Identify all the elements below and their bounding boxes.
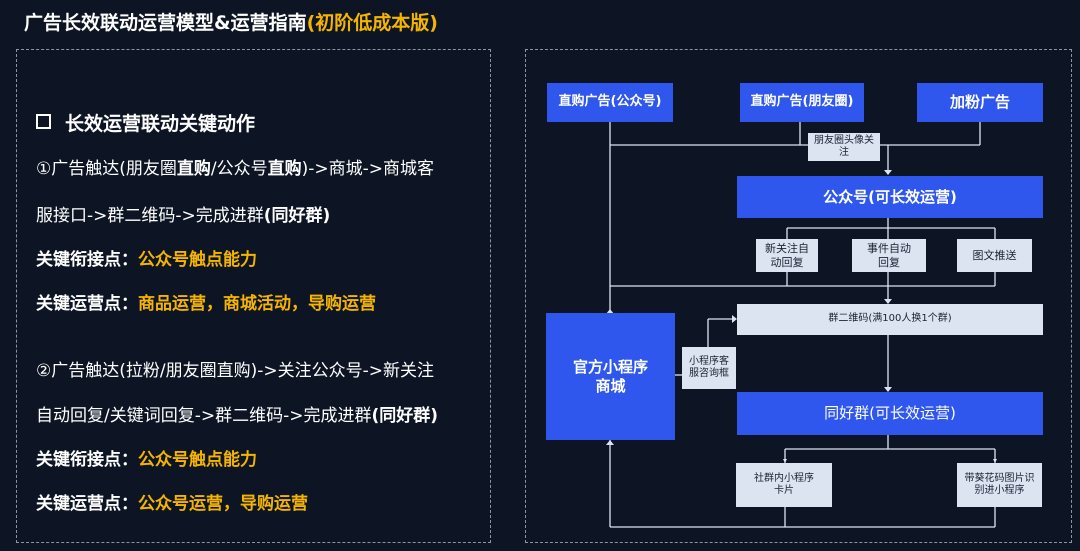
page-title: 广告长效联动运营模型&运营指南(初阶低成本版) xyxy=(24,12,438,34)
flow2-line2: 自动回复/关键词回复->群二维码->完成进群(同好群) xyxy=(36,406,439,426)
checkbox-square-icon xyxy=(36,114,51,129)
group-qr-node: 群二维码(满100人换1个群) xyxy=(737,304,1043,335)
flow2-key-ops: 关键运营点：公众号运营，导购运营 xyxy=(36,494,308,514)
avatar-follow-node: 朋友圈头像关注 xyxy=(808,133,880,161)
event-reply-node: 事件自动回复 xyxy=(852,239,926,272)
flow1-line2: 服接口->群二维码->完成进群(同好群) xyxy=(36,206,331,226)
new-follow-reply-node: 新关注自动回复 xyxy=(756,239,818,272)
flow1-line1: ①广告触达(朋友圈直购/公众号直购)->商城->商城客 xyxy=(36,159,434,179)
ad-official-account-node: 直购广告(公众号) xyxy=(547,83,673,122)
flow2-line1: ②广告触达(拉粉/朋友圈直购)->关注公众号->新关注 xyxy=(36,361,434,381)
flow-diagram-panel xyxy=(525,49,1072,543)
ad-moments-node: 直购广告(朋友圈) xyxy=(740,83,864,122)
interest-group-node: 同好群(可长效运营) xyxy=(737,392,1043,435)
article-push-node: 图文推送 xyxy=(957,239,1032,272)
mp-service-node: 小程序客服咨询框 xyxy=(682,347,736,389)
mini-program-mall-node: 官方小程序商城 xyxy=(546,313,675,440)
flow1-key-ops: 关键运营点：商品运营，商城活动，导购运营 xyxy=(36,294,376,314)
official-account-node: 公众号(可长效运营) xyxy=(737,176,1043,218)
guide-panel xyxy=(16,49,491,543)
section-heading: 长效运营联动关键动作 xyxy=(36,109,255,136)
flow2-key-link: 关键衔接点：公众号触点能力 xyxy=(36,450,257,470)
sunflower-code-node: 带葵花码图片识别进小程序 xyxy=(957,463,1042,507)
community-card-node: 社群内小程序卡片 xyxy=(736,463,832,507)
flow1-key-link: 关键衔接点：公众号触点能力 xyxy=(36,250,257,270)
ad-fans-node: 加粉广告 xyxy=(917,83,1043,122)
